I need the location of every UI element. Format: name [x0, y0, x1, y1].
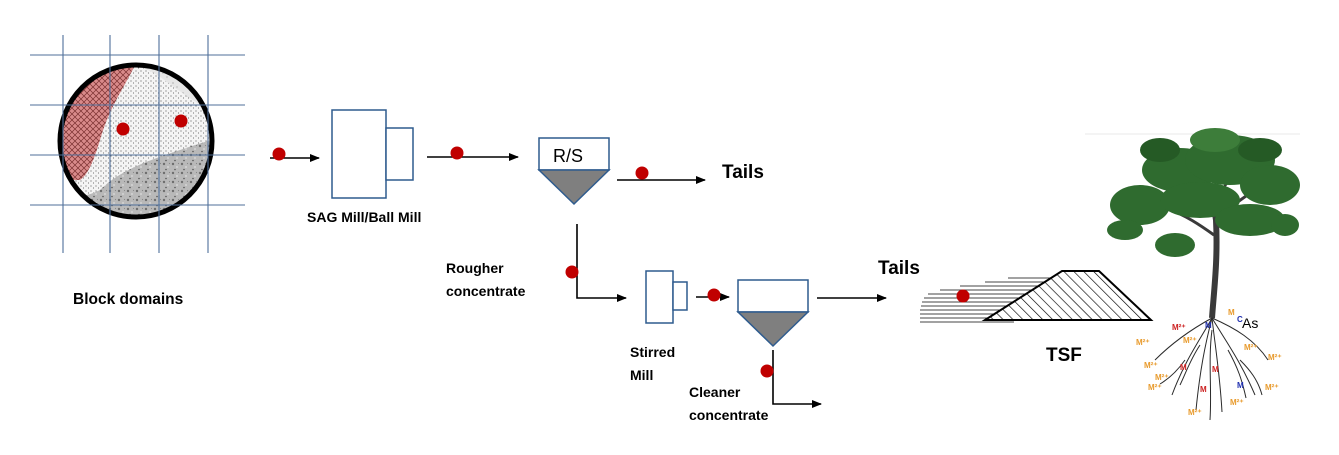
tracer-dot: [635, 166, 649, 180]
ore-boundary-circle: [57, 62, 215, 220]
tails-label-2: Tails: [878, 258, 920, 279]
ion-label: M: [1180, 363, 1187, 372]
ion-label: M²⁺: [1244, 343, 1258, 352]
tracer-dot: [707, 288, 721, 302]
sag-mill: [331, 109, 414, 199]
tracer-dot: [116, 122, 130, 136]
stirred-mill: [645, 270, 688, 324]
tsf-figure: [920, 270, 1154, 323]
block-domains-figure: [30, 35, 245, 253]
ion-label: M²⁺: [1268, 353, 1282, 362]
rougher-label-line2: concentrate: [446, 283, 526, 299]
tracer-dot: [450, 146, 464, 160]
rougher-scavenger-cell: [537, 137, 611, 206]
ion-label: C: [1237, 315, 1243, 324]
ion-label: M²⁺: [1188, 408, 1202, 417]
cleaner-label: Cleaner: [689, 384, 741, 400]
rs-label: R/S: [553, 146, 583, 166]
rougher-concentrate-arrow: [576, 224, 627, 302]
block-domains-label: Block domains: [73, 291, 183, 308]
ion-label: M: [1228, 308, 1235, 317]
ion-label: M²⁺: [1265, 383, 1279, 392]
tailings-dam: [981, 270, 1154, 321]
block-grid: [30, 35, 245, 253]
ion-label: M²⁺: [1155, 373, 1169, 382]
ion-label: M: [1237, 381, 1244, 390]
ion-label: M: [1212, 365, 1219, 374]
rougher-label: Rougher: [446, 260, 504, 276]
ion-label: M²⁺: [1144, 361, 1158, 370]
stirred-mill-label: Stirred: [630, 344, 675, 360]
tree-roots: [1154, 317, 1269, 421]
tails-label: Tails: [722, 162, 764, 183]
stirred-mill-label-line2: Mill: [630, 367, 653, 383]
cleaner-cell: [736, 279, 810, 348]
tsf-label: TSF: [1046, 345, 1082, 366]
tracer-dot: [760, 364, 774, 378]
tracer-dot: [565, 265, 579, 279]
ion-label: M²⁺: [1172, 323, 1186, 332]
tracer-dot: [956, 289, 970, 303]
ion-label: M²⁺: [1183, 336, 1197, 345]
cleaner-concentrate-arrow: [772, 350, 822, 408]
ion-label: M: [1205, 321, 1212, 330]
tree-figure: M²⁺ M²⁺ M M M²⁺ M²⁺ M M M²⁺ M M²⁺ M²⁺ M²…: [1085, 128, 1300, 421]
tracer-dot: [272, 147, 286, 161]
sag-mill-label: SAG Mill/Ball Mill: [307, 209, 421, 225]
cleaner-label-line2: concentrate: [689, 407, 769, 423]
ion-label: M²⁺: [1148, 383, 1162, 392]
tree-foliage: [1107, 128, 1300, 257]
ion-label: M: [1200, 385, 1207, 394]
metal-ions: M²⁺ M²⁺ M M M²⁺ M²⁺ M M M²⁺ M M²⁺ M²⁺ M²…: [1136, 308, 1282, 417]
tracer-dot: [174, 114, 188, 128]
ion-label: M²⁺: [1230, 398, 1244, 407]
arsenic-label: As: [1242, 315, 1258, 331]
ion-label: M²⁺: [1136, 338, 1150, 347]
